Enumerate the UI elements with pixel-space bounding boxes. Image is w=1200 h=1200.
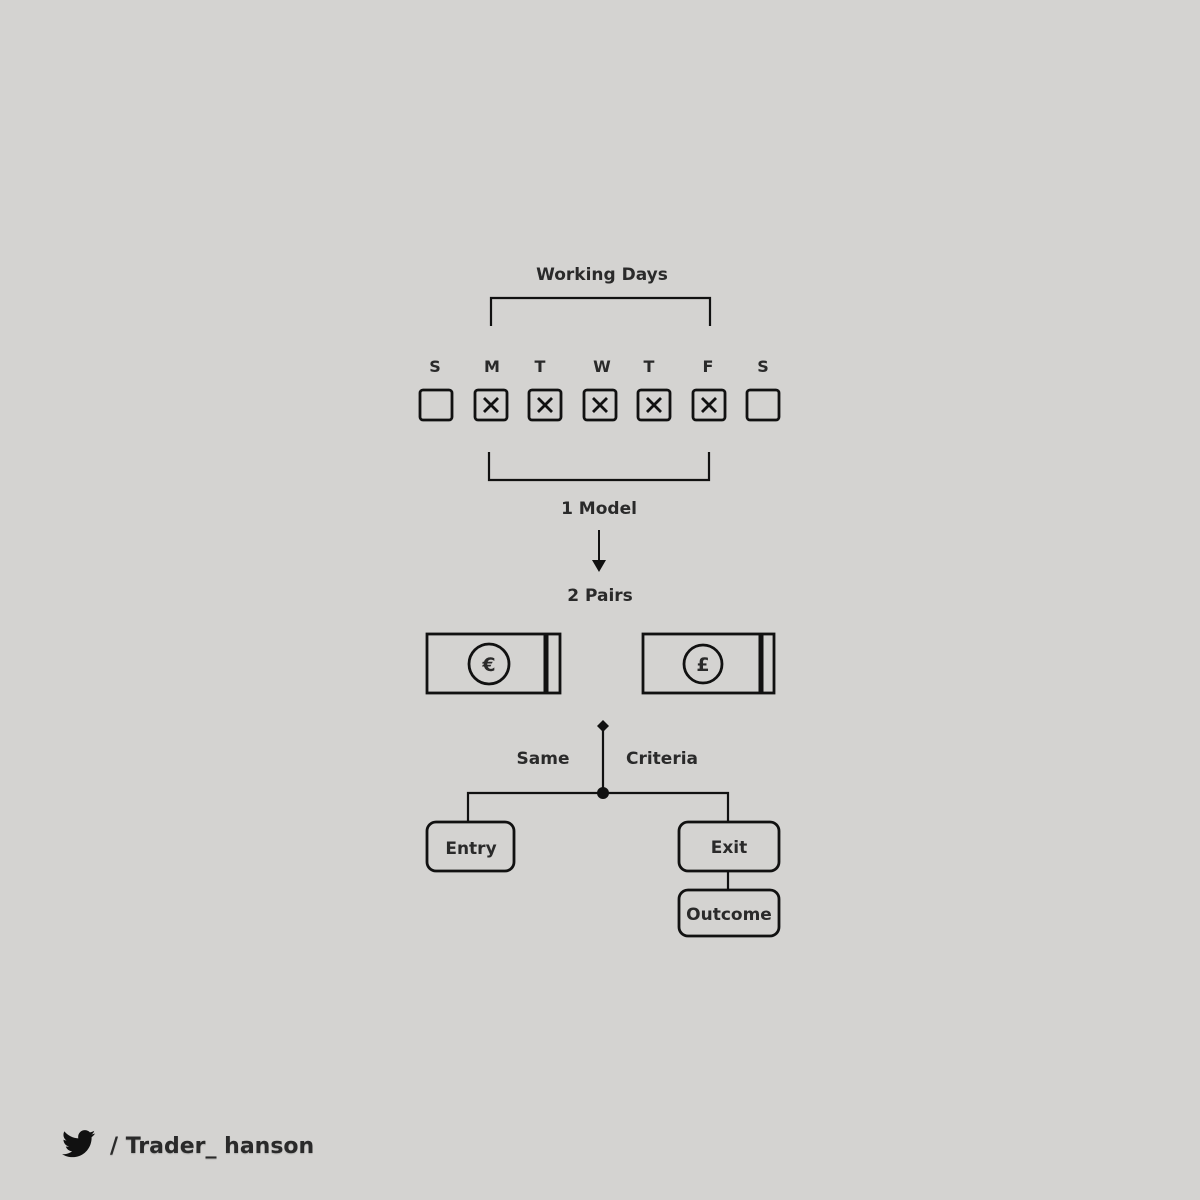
footer: / Trader_ hanson (62, 1128, 314, 1164)
twitter-bird-icon (62, 1130, 96, 1162)
working-days-top-bracket (489, 296, 712, 326)
day-checkbox-sunday[interactable] (418, 388, 454, 422)
day-checkbox-monday[interactable] (473, 388, 509, 422)
criteria-tree (466, 720, 730, 822)
entry-node: Entry (425, 820, 516, 873)
euro-banknote-icon: € (425, 632, 562, 695)
criteria-label: Criteria (626, 749, 698, 769)
pairs-label: 2 Pairs (567, 586, 633, 606)
day-checkbox-saturday[interactable] (745, 388, 781, 422)
day-letter-thursday: T (644, 357, 655, 376)
day-letters: S M T W T F S (429, 357, 769, 376)
day-checkbox-tuesday[interactable] (527, 388, 563, 422)
model-label: 1 Model (561, 499, 637, 519)
day-letter-friday: F (703, 357, 714, 376)
day-letter-monday: M (484, 357, 500, 376)
euro-symbol: € (481, 654, 495, 676)
pound-symbol: £ (696, 654, 709, 676)
exit-node: Exit (677, 820, 781, 873)
entry-label: Entry (445, 839, 496, 859)
exit-label: Exit (711, 838, 748, 858)
down-arrow-icon (592, 530, 606, 572)
day-checkbox-friday[interactable] (691, 388, 727, 422)
working-days-bottom-bracket (487, 452, 711, 482)
day-letter-saturday: S (757, 357, 769, 376)
junction-dot (597, 787, 609, 799)
twitter-handle[interactable]: / Trader_ hanson (110, 1133, 315, 1159)
day-letter-wednesday: W (593, 357, 611, 376)
working-days-title: Working Days (536, 265, 668, 285)
outcome-node: Outcome (677, 888, 781, 938)
day-checkbox-thursday[interactable] (636, 388, 672, 422)
day-letter-sunday: S (429, 357, 441, 376)
branch-connector (466, 791, 730, 822)
day-checkboxes (418, 388, 781, 422)
pound-banknote-icon: £ (641, 632, 776, 695)
same-label: Same (517, 749, 570, 769)
day-checkbox-wednesday[interactable] (582, 388, 618, 422)
outcome-label: Outcome (686, 905, 772, 925)
day-letter-tuesday: T (535, 357, 546, 376)
